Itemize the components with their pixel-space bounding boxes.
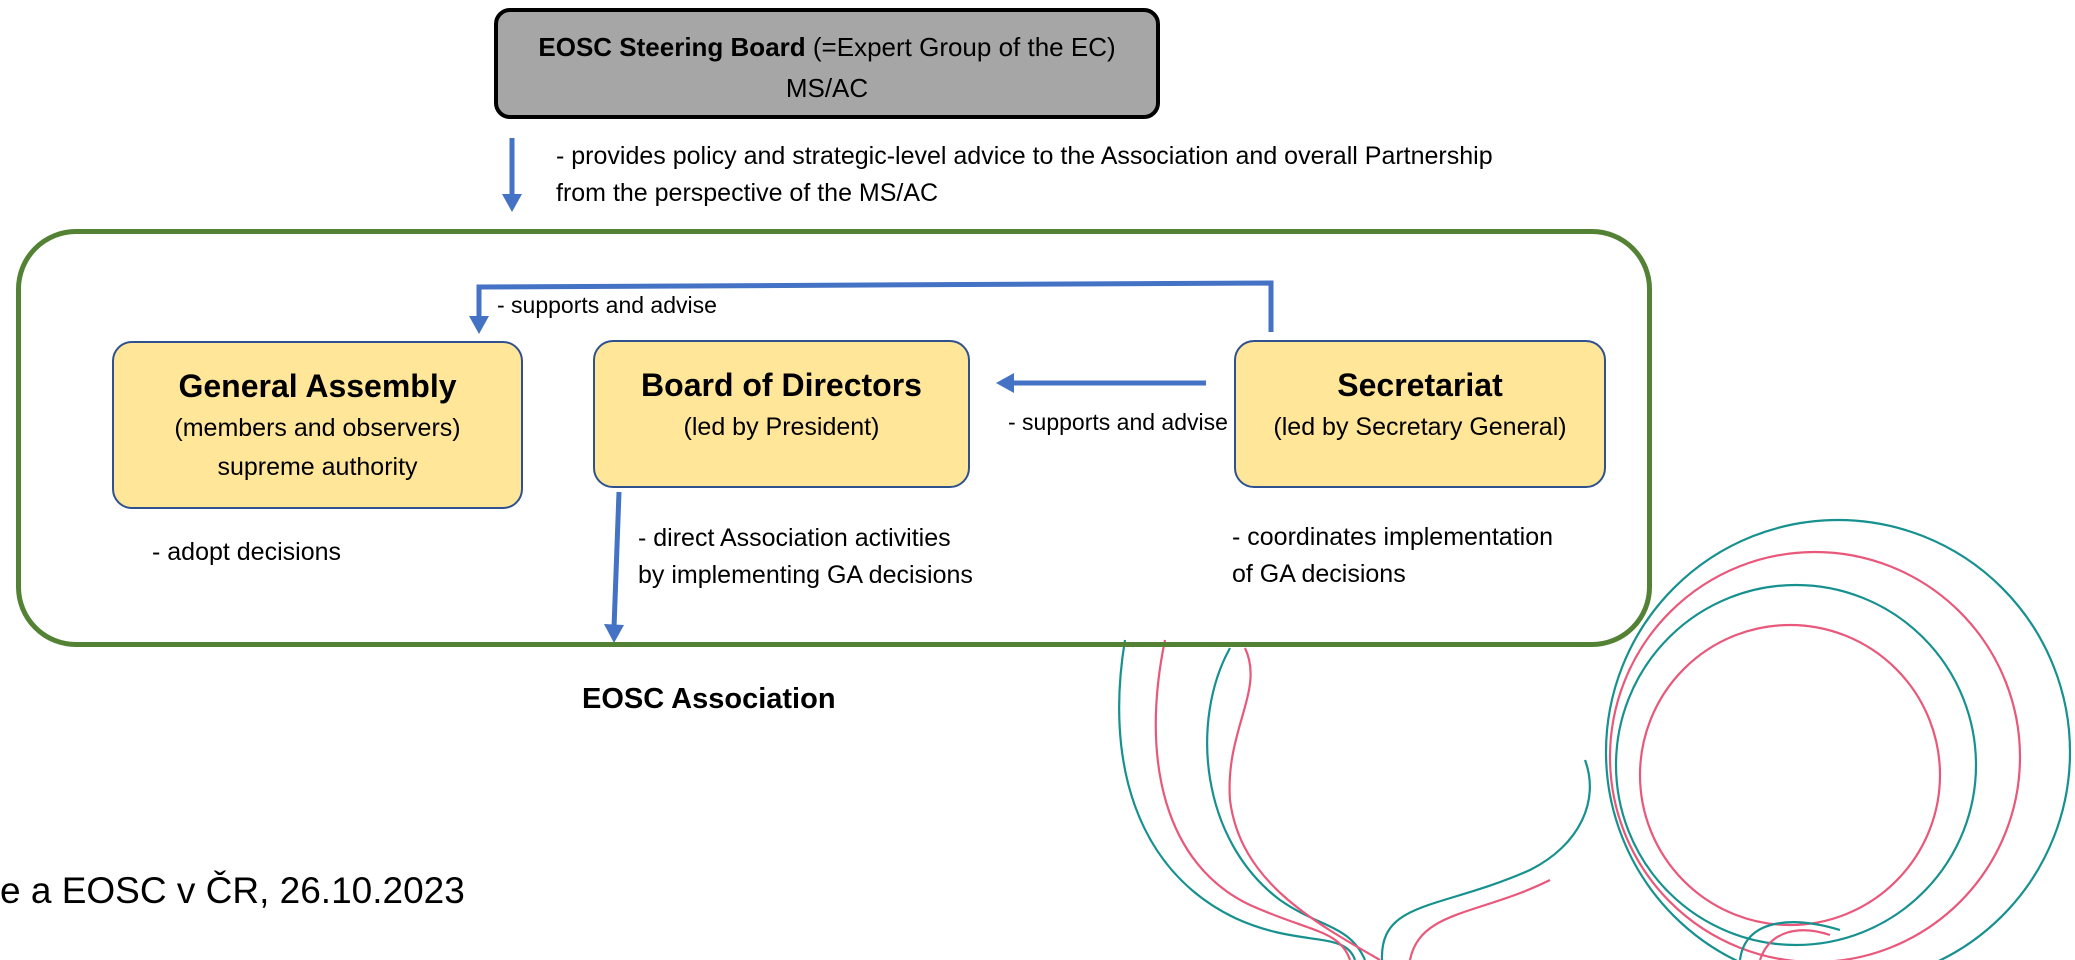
general-assembly-title: General Assembly — [178, 368, 457, 404]
logo-pink-ring-outer — [1608, 550, 2022, 960]
logo-pink-ring-inner — [1638, 623, 1942, 927]
general-assembly-box: General Assembly (members and observers)… — [112, 341, 523, 509]
logo-teal-strand-4 — [1738, 921, 1841, 960]
general-assembly-note: - adopt decisions — [152, 538, 342, 566]
secretariat-title: Secretariat — [1337, 367, 1503, 403]
arrow-secretariat-to-ga — [476, 280, 1274, 332]
arrowhead-steering — [502, 194, 522, 212]
arrowhead-bod — [996, 373, 1014, 393]
footer-meeting-text: e a EOSC v ČR, 26.10.2023 — [0, 870, 465, 911]
logo-pink-strand-1 — [1154, 639, 1352, 960]
arrowhead-ga — [469, 316, 489, 334]
arrowhead-bod-down — [604, 624, 624, 643]
logo-teal-strand-3 — [1380, 759, 1591, 960]
logo-pink-strand-2 — [1228, 647, 1381, 960]
logo-teal-strand-2 — [1206, 647, 1367, 960]
logo-pink-strand-4 — [1758, 929, 1831, 960]
steering-board-advice: - provides policy and strategic-level ad… — [556, 142, 1493, 207]
logo-pink-strand-3 — [1408, 879, 1551, 960]
eosc-association-container — [16, 229, 1652, 647]
secretariat-to-ga-label: - supports and advise — [497, 292, 717, 318]
secretariat-note: - coordinates implementation of GA decis… — [1232, 523, 1553, 588]
logo-teal-strand-1 — [1118, 639, 1357, 960]
steering-board-title: EOSC Steering Board (=Expert Group of th… — [538, 32, 1116, 62]
eosc-association-label: EOSC Association — [582, 683, 836, 715]
secretariat-box: Secretariat (led by Secretary General) — [1234, 340, 1606, 488]
board-of-directors-title: Board of Directors — [641, 367, 922, 403]
logo-teal-ring-outer — [1604, 518, 2072, 960]
steering-board-subtitle: MS/AC — [785, 73, 869, 103]
arrow-bod-down — [611, 491, 622, 629]
board-of-directors-box: Board of Directors (led by President) — [593, 340, 970, 488]
logo-teal-ring-inner — [1614, 583, 1978, 947]
board-of-directors-note: - direct Association activities by imple… — [638, 524, 973, 589]
secretariat-to-bod-label: - supports and advise — [1008, 409, 1228, 435]
steering-board-box: EOSC Steering Board (=Expert Group of th… — [494, 8, 1160, 119]
